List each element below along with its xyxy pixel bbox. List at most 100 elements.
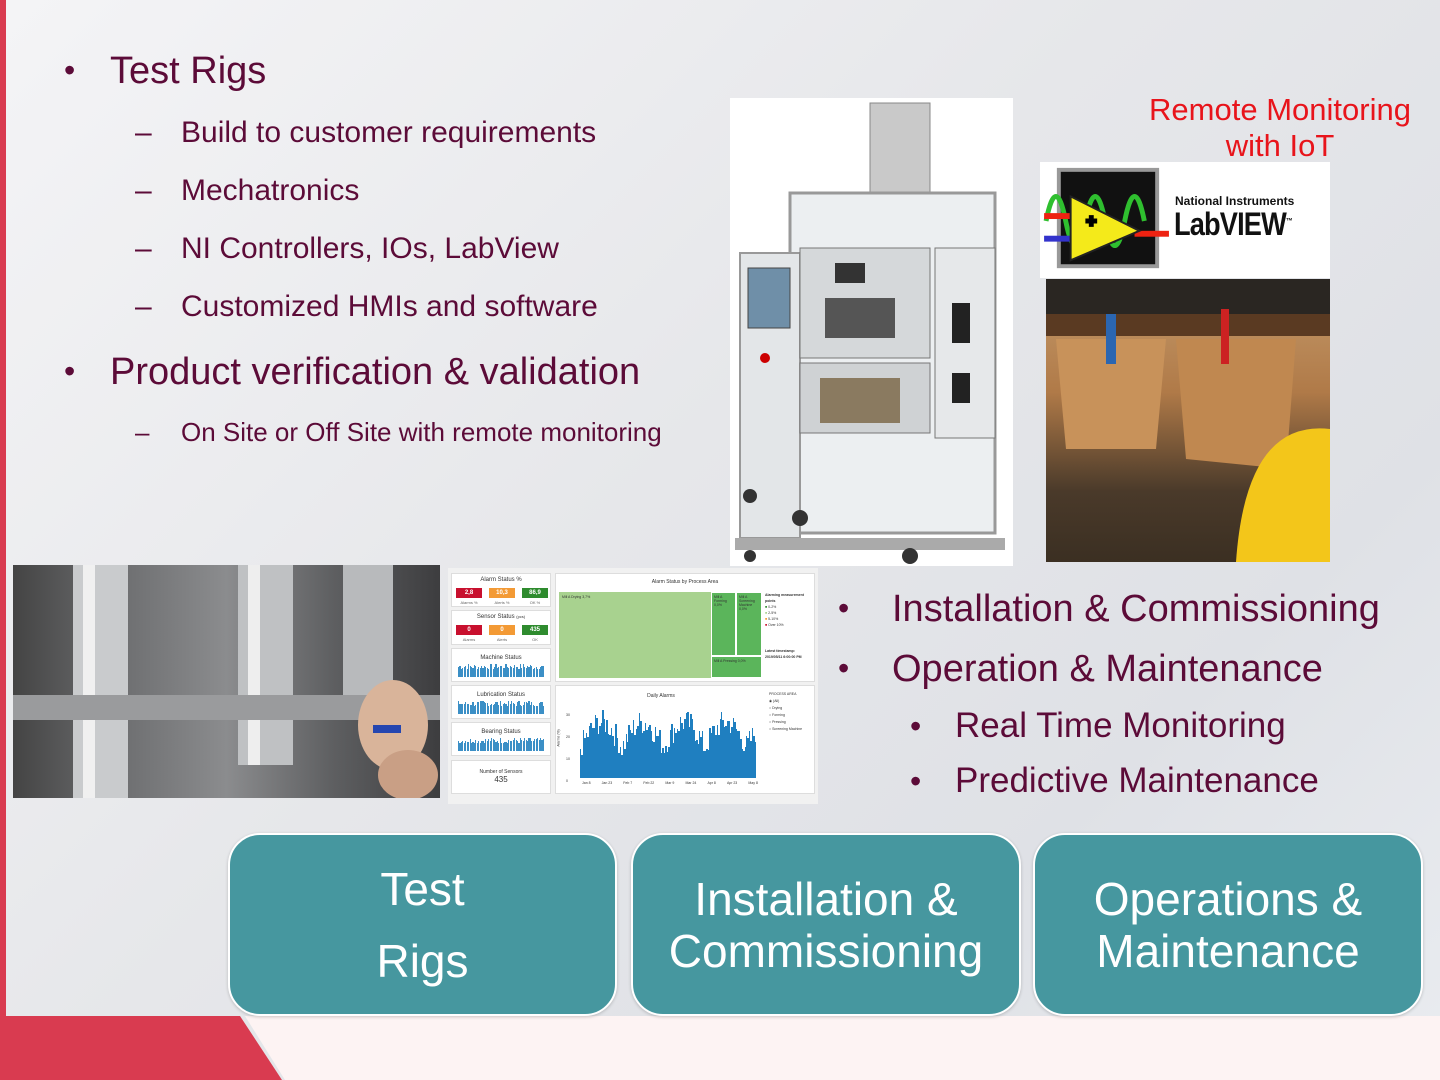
bullet-product-verification: Product verification & validation xyxy=(110,351,641,393)
x-tick: Feb 7 xyxy=(623,781,633,785)
bullet-glyph: • xyxy=(64,353,76,389)
spark-bar xyxy=(463,666,465,677)
filter-option[interactable]: ○ Forming xyxy=(769,713,785,717)
y-tick: 0 xyxy=(566,779,568,783)
panel-title: Daily Alarms xyxy=(647,693,675,699)
spark-bar xyxy=(462,667,464,677)
spark-bar xyxy=(468,741,470,751)
daily-bar xyxy=(696,739,698,778)
panel-title: Bearing Status xyxy=(481,729,521,735)
daily-bar xyxy=(716,725,719,778)
installation-commissioning-button[interactable]: Installation &Commissioning xyxy=(631,833,1021,1016)
sub-bullet: Mechatronics xyxy=(181,174,360,207)
daily-bar xyxy=(698,731,701,778)
daily-bar xyxy=(744,747,746,778)
spark-bar xyxy=(489,664,491,677)
spark-bar xyxy=(496,741,498,751)
spark-bar xyxy=(522,740,524,751)
bullet-glyph: • xyxy=(910,763,922,799)
daily-bar xyxy=(682,729,685,778)
spark-bar xyxy=(508,668,510,677)
daily-bar xyxy=(718,735,720,778)
daily-bar xyxy=(612,735,614,778)
spark-bar xyxy=(535,666,537,677)
iot-dashboard-image: Alarm Status % 2,8 10,3 86,9 Alarms % Al… xyxy=(448,568,818,804)
filter-option[interactable]: ○ Screening Machine xyxy=(769,727,803,731)
daily-bar xyxy=(628,724,630,778)
filter-option[interactable]: ○ Drying xyxy=(769,706,783,710)
bullet-glyph: • xyxy=(910,708,922,744)
spark-bar xyxy=(504,668,506,677)
daily-bar xyxy=(659,730,661,778)
spark-bar xyxy=(466,668,468,677)
daily-bar xyxy=(660,753,663,778)
daily-bar xyxy=(668,747,670,778)
daily-bar xyxy=(748,731,751,778)
filter-option[interactable]: ○ Pressing xyxy=(769,720,786,724)
filter-label: Pressing xyxy=(772,720,786,724)
spark-bar xyxy=(532,668,534,677)
daily-bar xyxy=(738,731,741,778)
operations-maintenance-button[interactable]: Operations &Maintenance xyxy=(1033,833,1423,1016)
spark-bar xyxy=(501,706,503,714)
daily-bar xyxy=(638,713,641,778)
spark-bar xyxy=(514,703,516,714)
daily-bar xyxy=(646,729,648,778)
button-line: Commissioning xyxy=(668,924,984,977)
spark-bar xyxy=(462,740,464,751)
spark-bar xyxy=(485,666,487,677)
daily-bar xyxy=(734,721,736,778)
spark-bar xyxy=(470,704,473,714)
daily-bar xyxy=(656,736,658,778)
spark-bar xyxy=(532,705,534,714)
spark-bar xyxy=(465,701,467,714)
daily-bar xyxy=(622,741,625,778)
filter-option[interactable]: ◉ (All) xyxy=(769,699,780,703)
daily-bar xyxy=(632,720,635,778)
daily-bar xyxy=(676,729,679,778)
y-ticks: 30 20 10 0 xyxy=(566,704,570,792)
timestamp-label: Latest timestamp: xyxy=(765,649,795,653)
daily-bar xyxy=(728,721,730,778)
bullet-glyph: • xyxy=(838,650,850,686)
spark-bar xyxy=(478,701,480,714)
x-tick: Apr 8 xyxy=(707,781,716,785)
spark-bar xyxy=(528,737,530,751)
treemap-panel: Alarm Status by Process Area Mill A Dryi… xyxy=(555,573,815,682)
spark-bar xyxy=(493,666,496,677)
daily-bar xyxy=(700,737,702,778)
spark-bar xyxy=(486,703,488,714)
spark-bar xyxy=(498,742,500,751)
daily-bar xyxy=(643,730,645,778)
treemap-legend: Alarming measurement points ■ 0-2% ■ 2-5… xyxy=(765,592,813,660)
daily-bar xyxy=(590,722,592,778)
spark-bar xyxy=(465,666,467,677)
spark-bar xyxy=(538,703,540,714)
bullet-glyph: • xyxy=(64,52,76,88)
spark-bar xyxy=(512,740,514,751)
spark-bar xyxy=(539,737,542,751)
daily-bar xyxy=(722,720,724,778)
daily-bar xyxy=(697,743,699,778)
spark-bar xyxy=(505,663,507,677)
spark-bar xyxy=(483,743,486,751)
kpi-alerts: 10,3 xyxy=(489,588,515,598)
daily-bar xyxy=(747,738,749,778)
daily-bar xyxy=(637,726,639,778)
daily-bar xyxy=(606,720,608,778)
kpi-ok: 86,9 xyxy=(522,588,548,598)
daily-bar xyxy=(743,750,745,778)
panel-title: Lubrication Status xyxy=(476,692,526,698)
spark-bar xyxy=(534,668,536,677)
spark-bar xyxy=(541,665,543,677)
kpi-label: Alerts % xyxy=(494,600,510,605)
spark-bar xyxy=(473,743,475,751)
daily-bar xyxy=(754,742,757,778)
footer-light-shape xyxy=(245,1016,1440,1080)
spark-bar xyxy=(522,664,524,677)
legend-label: 0-2% xyxy=(768,605,777,609)
spark-bar xyxy=(481,701,483,714)
spark-bar xyxy=(469,738,471,751)
spark-bar xyxy=(470,742,473,751)
